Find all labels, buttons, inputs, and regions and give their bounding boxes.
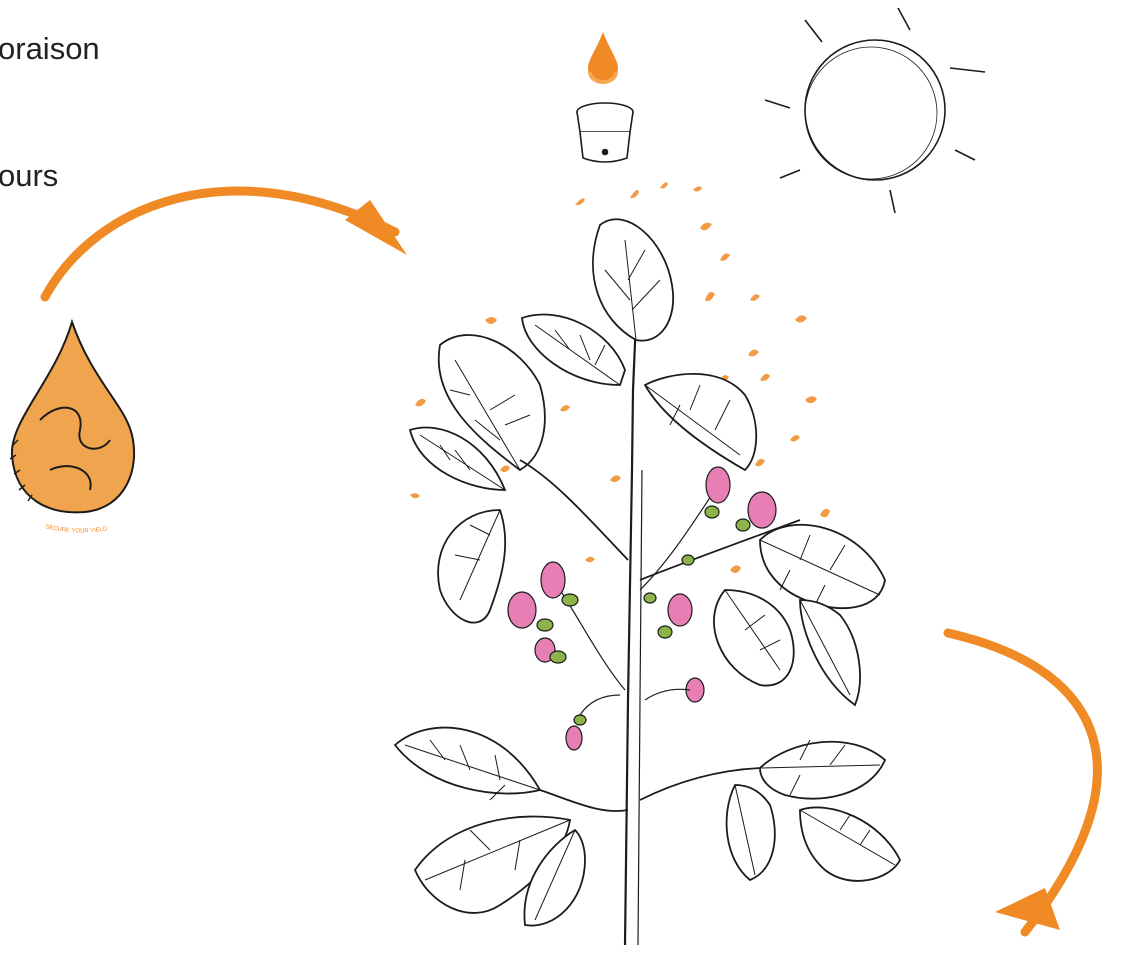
water-drop-icon — [588, 32, 618, 83]
sun-icon — [765, 8, 985, 213]
arrow-left-icon — [45, 191, 407, 297]
nozzle-icon — [577, 103, 633, 162]
arrow-right-icon — [948, 633, 1097, 932]
seed-drop-icon: SECURE YOUR YIELD — [10, 322, 140, 535]
seed-drop-caption: SECURE YOUR YIELD — [45, 524, 109, 534]
flower-cluster-left — [508, 562, 625, 750]
